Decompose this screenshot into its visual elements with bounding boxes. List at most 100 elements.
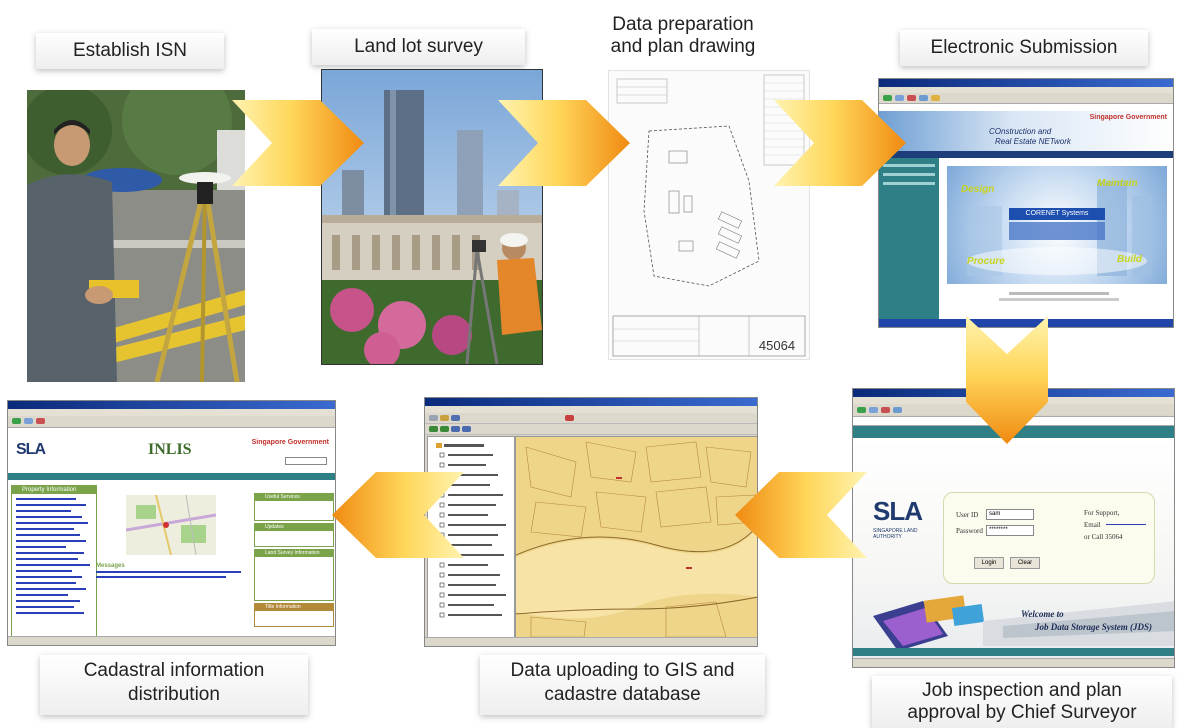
sla-logo-subtitle: SINGAPORE LAND AUTHORITY [873, 528, 918, 540]
corenet-building-illustration [967, 181, 1152, 276]
inlis-sla-logo: SLA [16, 441, 46, 458]
corenet-content: Design Maintain Procure Build CORENET Sy… [939, 158, 1173, 321]
step-label-establish-isn: Establish ISN [36, 33, 224, 69]
browser-menubar [879, 87, 1173, 93]
inlis-page: SLA INLIS Singapore Government Property … [8, 435, 335, 639]
useful-services-title: Useful Services [255, 494, 333, 501]
new-icon[interactable] [429, 415, 438, 421]
user-id-field[interactable]: sam [986, 509, 1034, 520]
photo-land-lot-survey [321, 69, 543, 365]
corenet-page: Singapore Government COnstruction and Re… [879, 111, 1173, 321]
step-label-data-uploading: Data uploading to GIS and cadastre datab… [480, 655, 765, 715]
step-label-data-preparation: Data preparation and plan drawing [577, 10, 789, 62]
inlis-map-illustration [125, 494, 217, 556]
cadastral-map-illustration [515, 437, 757, 638]
property-information-panel: Property Information [11, 485, 97, 637]
arrow-right-3 [774, 100, 906, 186]
arrow-right-2 [498, 100, 630, 186]
home-icon[interactable] [931, 95, 940, 101]
inlis-messages-title: Messages [96, 563, 125, 569]
property-links-list[interactable] [12, 494, 96, 634]
refresh-icon[interactable] [919, 95, 928, 101]
browser-toolbar [879, 93, 1173, 103]
step-label-electronic-submission: Electronic Submission [900, 30, 1148, 66]
stop-icon[interactable] [907, 95, 916, 101]
login-panel: User ID sam Password ******** Login Clea… [943, 492, 1155, 584]
welcome-graphic [873, 595, 1174, 651]
save-icon[interactable] [451, 415, 460, 421]
password-field[interactable]: ******** [986, 525, 1034, 536]
plan-drawing-illustration [612, 74, 806, 357]
stop-icon[interactable] [881, 407, 890, 413]
forward-icon[interactable] [895, 95, 904, 101]
step-label-line: Cadastral information [83, 660, 265, 681]
stop-icon[interactable] [36, 418, 45, 424]
step-label-job-inspection: Job inspection and plan approval by Chie… [872, 676, 1172, 728]
windows-taskbar [879, 319, 1173, 327]
corenet-brand: Singapore Government [1089, 114, 1167, 121]
updates-title: Updates [255, 524, 333, 531]
step-label-line: Data uploading to GIS and [510, 660, 735, 681]
support-email-link[interactable] [1106, 524, 1146, 525]
zoom-out-icon[interactable] [440, 426, 449, 432]
back-icon[interactable] [12, 418, 21, 424]
screenshot-gis-application [424, 397, 758, 647]
step-label-line: Data preparation [612, 14, 754, 35]
back-icon[interactable] [883, 95, 892, 101]
surveyor-gps-illustration [27, 90, 245, 382]
step-label-text: Land lot survey [354, 36, 483, 57]
title-information-panel: Title Information [254, 603, 334, 627]
status-bar [425, 637, 757, 646]
gis-map-canvas[interactable] [515, 436, 757, 638]
plan-number: 45064 [758, 338, 796, 353]
open-icon[interactable] [440, 415, 449, 421]
corenet-systems-label[interactable]: CORENET Systems [1009, 208, 1105, 220]
login-button[interactable]: Login [974, 557, 1004, 569]
clear-button[interactable]: Clear [1010, 557, 1040, 569]
photo-establish-isn [27, 90, 245, 382]
sla-logo: SLA [873, 496, 923, 526]
updates-panel: Updates [254, 523, 334, 547]
corenet-title-line1: COnstruction and [989, 127, 1052, 136]
password-label: Password [956, 527, 983, 535]
layer-list-illustration [436, 443, 506, 618]
step-label-line: cadastre database [544, 684, 701, 705]
corner-word-procure: Procure [967, 256, 1005, 267]
support-line-3: or Call 35064 [1084, 533, 1123, 541]
step-label-cadastral-distribution: Cadastral information distribution [40, 655, 308, 715]
step-label-line: and plan drawing [610, 36, 756, 57]
forward-icon[interactable] [24, 418, 33, 424]
identify-icon[interactable] [462, 426, 471, 432]
plan-drawing-sheet: 45064 [608, 70, 810, 360]
zoom-in-icon[interactable] [429, 426, 438, 432]
corenet-title-line2: Real Estate NETwork [995, 137, 1071, 146]
delete-icon[interactable] [565, 415, 574, 421]
inlis-search-input[interactable] [285, 457, 327, 465]
corner-word-maintain: Maintain [1097, 178, 1138, 189]
inlis-map-thumbnail[interactable] [125, 494, 217, 556]
step-label-text: Establish ISN [72, 40, 188, 61]
back-icon[interactable] [857, 407, 866, 413]
land-survey-title: Land Survey Information [255, 550, 333, 557]
corenet-nav-bar[interactable] [879, 151, 1173, 158]
land-survey-panel: Land Survey Information [254, 549, 334, 601]
corenet-left-menu[interactable] [879, 158, 939, 321]
jds-footer-band [853, 648, 1174, 656]
pan-icon[interactable] [451, 426, 460, 432]
arrow-left-2 [332, 472, 464, 558]
corner-word-build: Build [1117, 254, 1142, 265]
step-label-line: distribution [128, 684, 220, 705]
forward-icon[interactable] [869, 407, 878, 413]
inlis-brand: Singapore Government [251, 439, 329, 446]
inlis-title: INLIS [148, 441, 192, 458]
refresh-icon[interactable] [893, 407, 902, 413]
inlis-nav-bar[interactable] [8, 473, 335, 480]
app-menubar [425, 406, 757, 413]
browser-menubar [8, 409, 335, 416]
step-label-text: Electronic Submission [930, 37, 1118, 58]
welcome-line1: Welcome to [1021, 609, 1064, 619]
window-title-bar [8, 401, 335, 409]
useful-services-panel: Useful Services [254, 493, 334, 521]
title-information-title: Title Information [255, 604, 333, 611]
arrow-down [966, 316, 1048, 444]
